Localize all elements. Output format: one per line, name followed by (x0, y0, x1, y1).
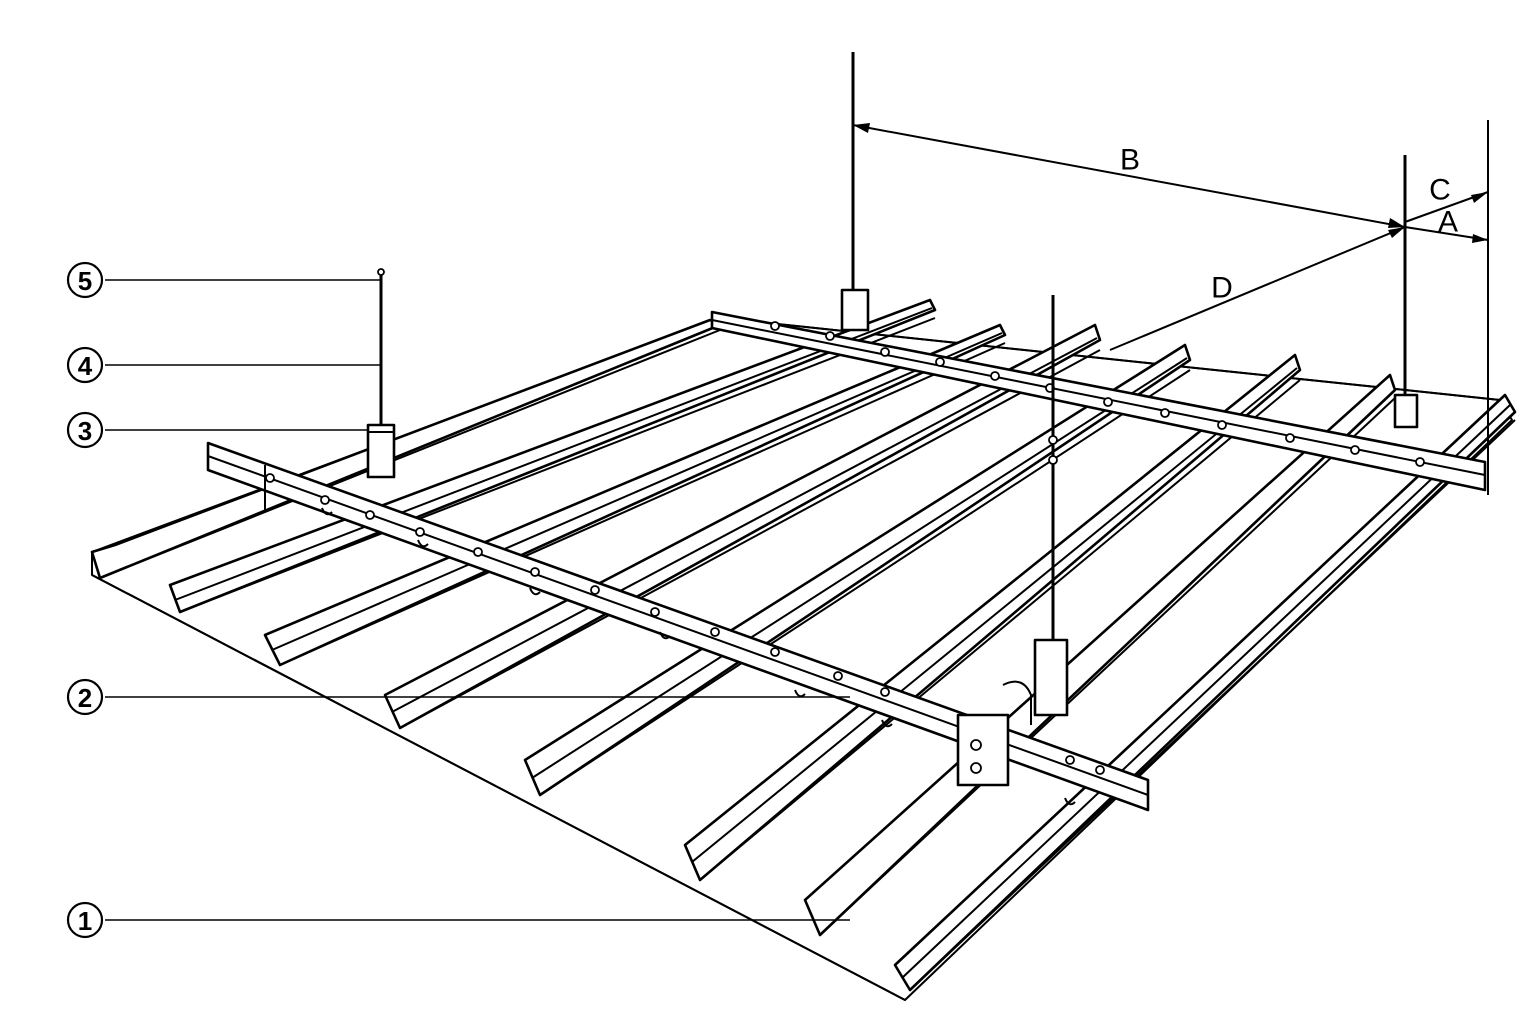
dimension-label-d: D (1211, 272, 1233, 305)
callout-4: 4 (66, 346, 104, 384)
callout-2-number: 2 (78, 683, 92, 713)
callout-1-number: 1 (78, 906, 92, 936)
dimension-c: C (1404, 174, 1489, 223)
callout-2: 2 (66, 678, 104, 716)
dimension-label-b: B (1120, 144, 1140, 177)
callout-5-number: 5 (78, 266, 92, 296)
dimension-d: D (1109, 226, 1406, 351)
dimension-b: B (852, 123, 1406, 228)
hanger-bracket-right (1393, 393, 1419, 429)
hanger-bracket-front (956, 638, 1069, 787)
dimension-a: A (1404, 206, 1489, 243)
callout-4-number: 4 (78, 351, 93, 381)
dimension-label-a: A (1438, 206, 1458, 239)
dimension-label-c: C (1429, 174, 1451, 207)
carrier-rail-back (710, 310, 1487, 492)
hanger-rod-front (1048, 295, 1058, 640)
callout-5: 5 (66, 261, 104, 299)
hanger-bracket-left (366, 423, 396, 479)
callout-1: 1 (66, 901, 104, 939)
callout-3-number: 3 (78, 416, 92, 446)
carrier-rail-front (206, 441, 1150, 812)
linear-strip-profiles (90, 298, 1517, 992)
callout-leaders (105, 279, 850, 921)
callout-3: 3 (66, 411, 104, 449)
hanger-rod-left (377, 268, 385, 425)
carrier-rail-front-holes (265, 473, 1105, 775)
hanger-bracket-back (840, 288, 870, 332)
panel-clips (321, 507, 1076, 806)
